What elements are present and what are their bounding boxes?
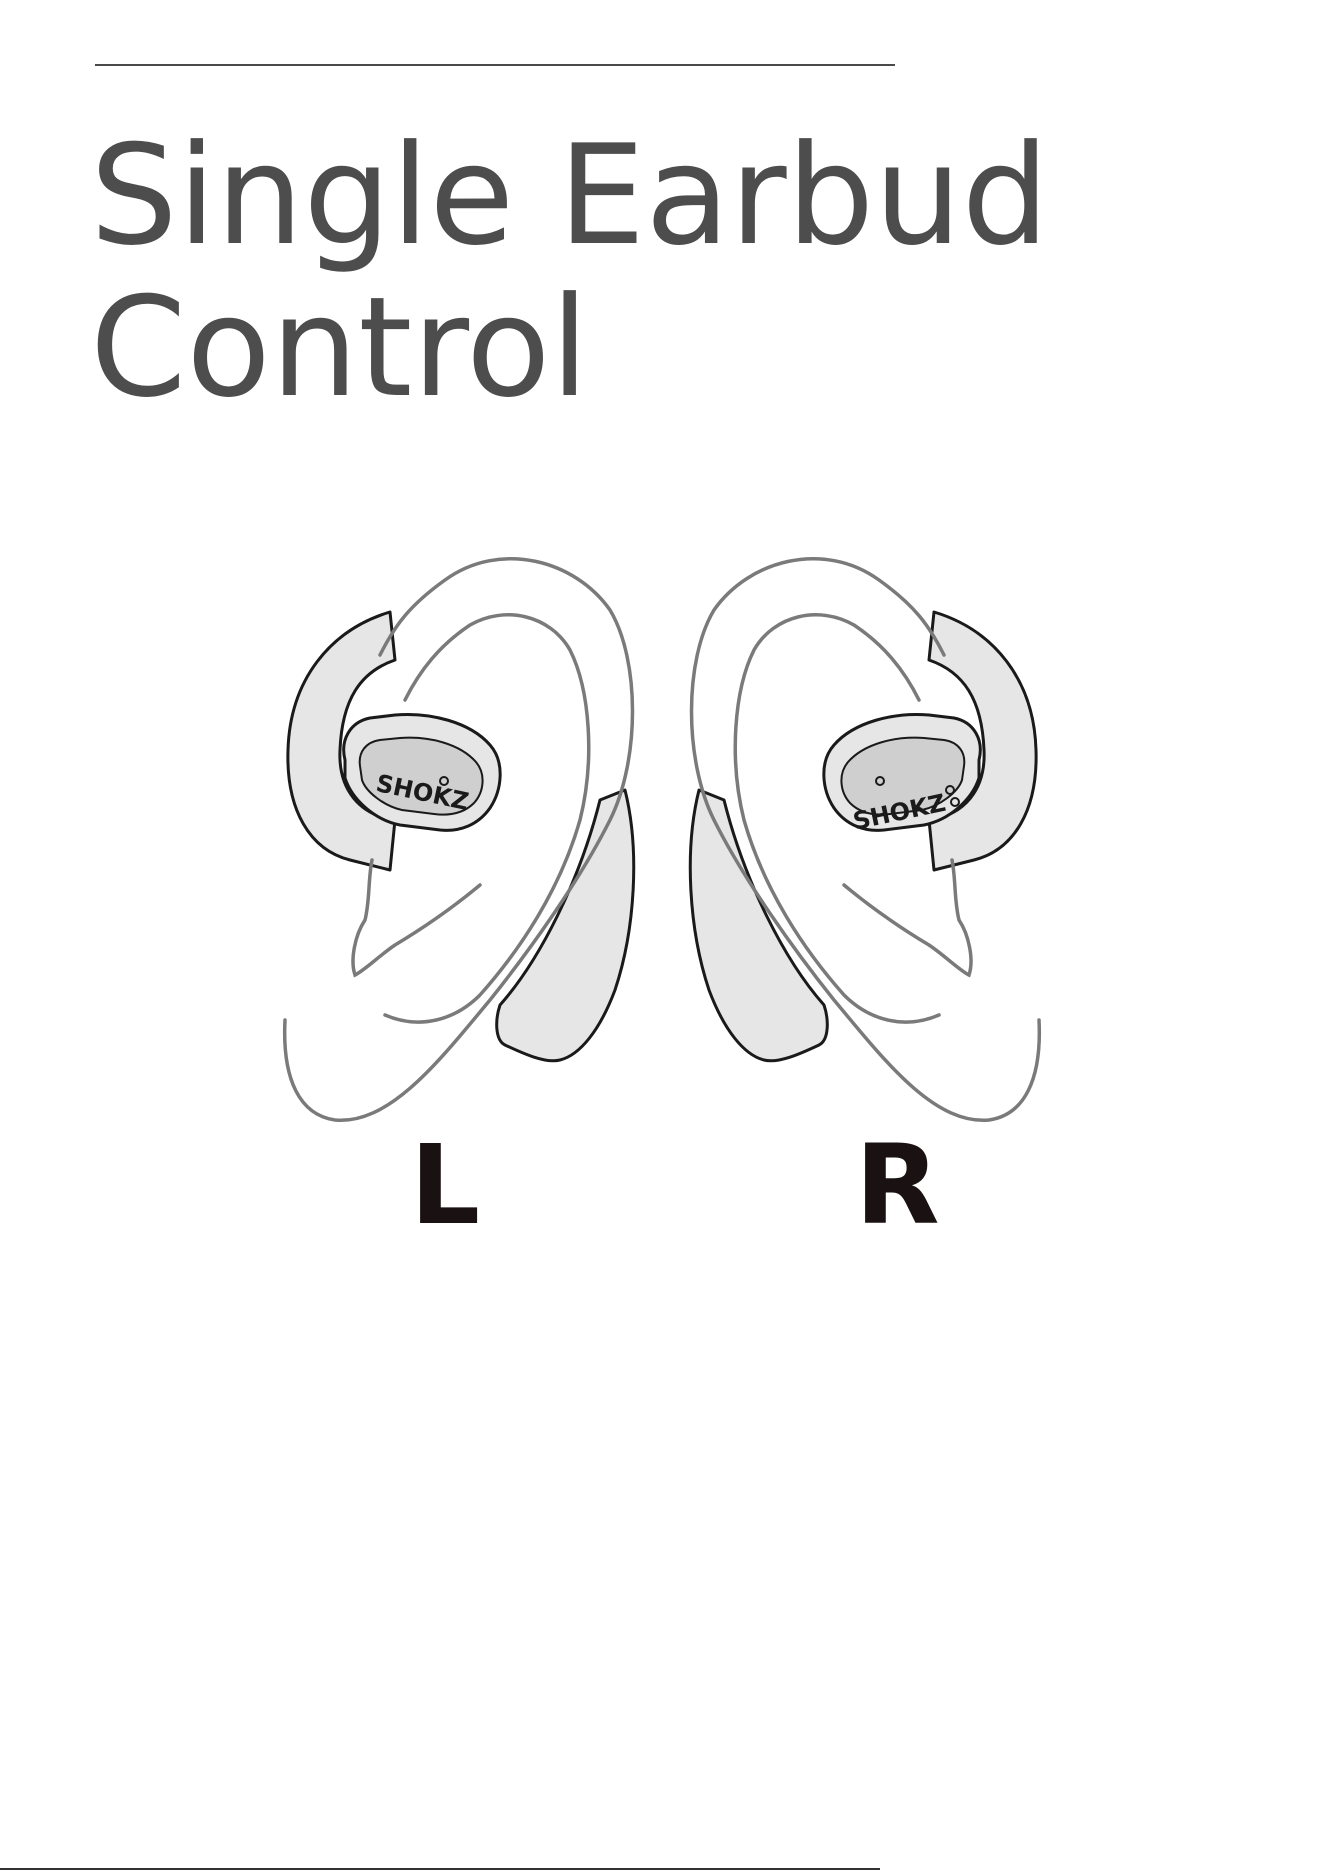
left-side-label: L [410, 1125, 480, 1245]
right-side-label: R [855, 1125, 940, 1245]
left-earbud-icon: SHOKZ [285, 559, 634, 1121]
right-earbud-icon: SHOKZ [690, 559, 1039, 1121]
bottom-divider [0, 1868, 880, 1870]
